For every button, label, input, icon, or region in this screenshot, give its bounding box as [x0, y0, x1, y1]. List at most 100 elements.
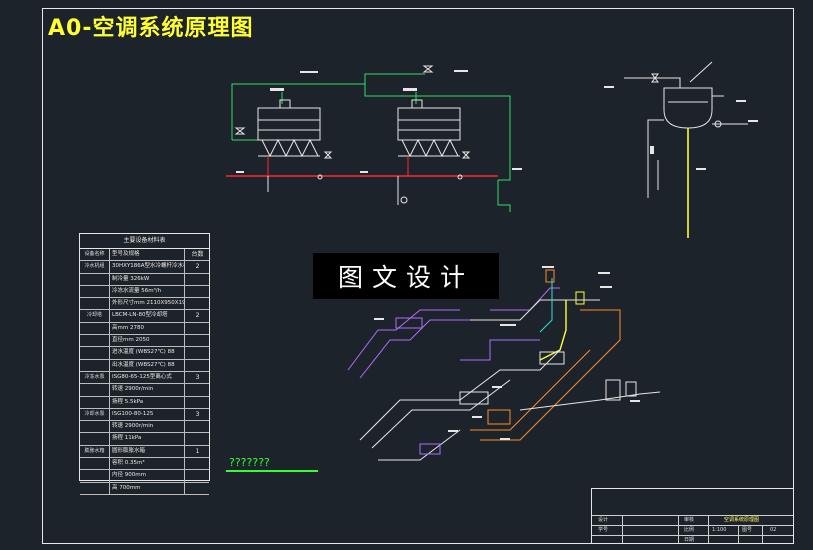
- equipment-qty-cell: [186, 298, 209, 309]
- equipment-qty-cell: [186, 360, 209, 371]
- orange-loop: [480, 309, 621, 441]
- table-row: 外形尺寸mm 2110X950X1930: [80, 298, 209, 311]
- table-row: 高 700mm: [80, 482, 209, 495]
- table-row: 制冷量 326kW: [80, 273, 209, 286]
- equipment-spec-cell: 型号及规格: [110, 249, 185, 261]
- title-block-divider: [738, 525, 739, 543]
- table-row: 转速 2900r/min: [80, 421, 209, 434]
- equipment-qty-cell: 1: [195, 447, 200, 455]
- equipment-spec-cell: 冷冻水流量 56m³/h: [110, 285, 185, 298]
- expansion-tank: [663, 87, 713, 129]
- title-block-divider: [622, 515, 623, 543]
- expansion-tank-section: [604, 61, 758, 238]
- underline-green: [226, 470, 318, 472]
- equipment-spec-cell: 转速 2900r/min: [110, 421, 185, 433]
- plant-annotation-marks: [374, 266, 640, 440]
- cyan-pipe: [539, 278, 553, 333]
- equipment-qty-cell: [186, 433, 209, 444]
- drawing-name: 空调系统原理图: [724, 517, 760, 523]
- white-pipe-lower-2: [371, 379, 511, 449]
- equipment-name-cell: [80, 347, 110, 359]
- design-label: 设计: [598, 517, 609, 523]
- table-row: 转速 2900r/min: [80, 384, 209, 397]
- cooling-return-drop: [497, 180, 511, 212]
- equipment-qty-cell: [186, 347, 209, 358]
- white-pipe-lower: [359, 349, 561, 441]
- drawing-border: [42, 8, 794, 544]
- equipment-qty-cell: [186, 384, 209, 395]
- plant-piping-section: [347, 266, 661, 461]
- chilled-supply-pipe-2: [359, 319, 470, 379]
- date-label: 日期: [684, 537, 695, 543]
- equipment-name-cell: 设备名称: [80, 249, 110, 261]
- equipment-spec-cell: 直径mm 2050: [110, 335, 185, 347]
- equipment-name-cell: [80, 396, 110, 408]
- table-row: 高mm 2780: [80, 322, 209, 336]
- orange-loop-2: [470, 349, 591, 431]
- equipment-qty-cell: 2: [195, 263, 200, 271]
- equipment-qty-cell: 2: [195, 312, 200, 320]
- drawing-title: A0-空调系统原理图: [48, 16, 254, 41]
- equipment-spec-cell: 高mm 2780: [110, 322, 185, 335]
- equipment-name-cell: [80, 433, 110, 445]
- equipment-spec-cell: ISG80-65-125型离心式: [110, 371, 185, 384]
- tank-annotation-marks: [604, 86, 758, 170]
- equipment-spec-cell: 内径 900mm: [110, 470, 185, 482]
- equipment-name-cell: 冷却水泵: [80, 408, 110, 421]
- tank-drain-pipe: [647, 119, 664, 198]
- equipment-qty-cell: [186, 470, 209, 481]
- equipment-spec-cell: 扬程 5.5kPa: [110, 396, 185, 408]
- equipment-name-cell: [80, 421, 110, 433]
- equipment-spec-cell: 30HXY186A型水冷螺杆冷水机组: [110, 261, 185, 273]
- equipment-name-cell: [80, 359, 110, 371]
- equipment-spec-cell: 容积 0.35m³: [110, 458, 185, 470]
- title-block-divider: [592, 525, 793, 526]
- equipment-spec-cell: 高 700mm: [110, 482, 185, 494]
- equipment-name-cell: [80, 470, 110, 482]
- valve-symbols: [234, 65, 471, 204]
- title-block: 设计 审核 空调系统原理图 学号 比例 1:100 图号 02 日期: [591, 488, 794, 544]
- equipment-name-cell: [80, 384, 110, 396]
- tower-annotation-marks: [236, 70, 522, 173]
- equipment-qty-cell: [186, 458, 209, 469]
- cooling-tower-2: [397, 99, 461, 158]
- table-row: 容积 0.35m³: [80, 458, 209, 471]
- chilled-supply-pipe: [347, 309, 460, 371]
- chilled-return-pipe: [490, 287, 560, 311]
- equipment-name-cell: 冷却塔: [80, 310, 110, 322]
- tank-make-up-pipe: [624, 77, 681, 88]
- equipment-qty-cell: [186, 335, 209, 346]
- equipment-spec-cell: 转速 2900r/min: [110, 384, 185, 396]
- sheet-label: 图号: [742, 527, 753, 533]
- table-row: 出水温度 (WBS27℃) 88: [80, 359, 209, 372]
- equipment-spec-cell: LBCM-LN-80型冷却塔: [110, 310, 185, 322]
- main-header-pipe: [460, 339, 540, 361]
- equipment-name-cell: [80, 273, 110, 285]
- student-label: 学号: [598, 527, 609, 533]
- scale-value: 1:100: [712, 527, 727, 533]
- table-row: 设备名称型号及规格台数: [80, 249, 209, 262]
- table-row: 扬程 11kPa: [80, 433, 209, 446]
- equipment-qty-cell: [186, 286, 209, 297]
- white-pipe-bottom: [378, 429, 461, 461]
- unknown-text-question-marks: ???????: [229, 456, 270, 469]
- equipment-spec-cell: 外形尺寸mm 2110X950X1930: [110, 298, 185, 310]
- title-block-divider: [762, 525, 763, 543]
- equipment-qty-cell: 3: [195, 410, 200, 418]
- equipment-qty-cell: [186, 483, 209, 494]
- title-block-divider: [592, 515, 793, 516]
- equipment-spec-cell: ISG100-80-125: [110, 408, 185, 421]
- equipment-qty-cell: [186, 421, 209, 432]
- equipment-name-cell: 冷冻水泵: [80, 371, 110, 384]
- cooling-tower-1: [257, 99, 321, 158]
- equipment-qty-cell: [186, 397, 209, 408]
- title-block-divider: [708, 515, 709, 543]
- equipment-spec-cell: 圆形膨胀水箱: [110, 445, 185, 458]
- equipment-name-cell: 冷水机组: [80, 261, 110, 273]
- equipment-spec-cell: 制冷量 326kW: [110, 273, 185, 285]
- equipment-table-title: 主要设备材料表: [80, 234, 209, 249]
